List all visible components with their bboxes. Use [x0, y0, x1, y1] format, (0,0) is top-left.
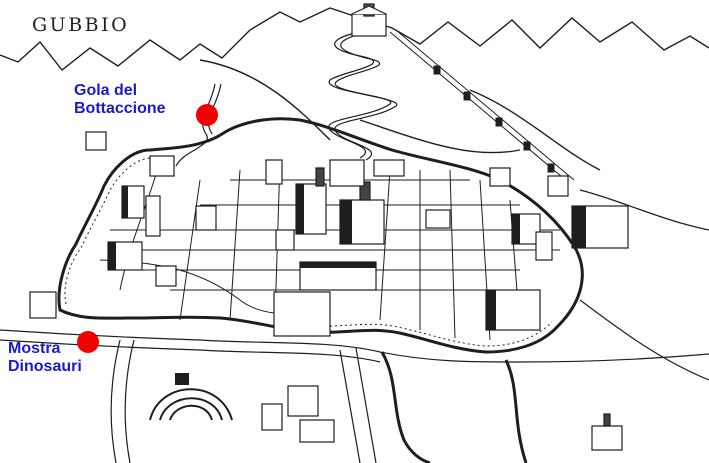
red-dot-icon[interactable]: [77, 331, 99, 353]
lower-buildings: [261, 385, 623, 451]
red-dot-icon[interactable]: [196, 104, 218, 126]
hilltop-basilica: [351, 3, 387, 37]
mountain-road: [175, 29, 398, 167]
roman-theatre: [149, 373, 233, 421]
mountain-ridge: [0, 7, 709, 171]
wall-stripes: [64, 157, 553, 347]
building-shading: [108, 184, 586, 330]
poi-label-line: Bottaccione: [74, 100, 166, 117]
city-walls: [57, 117, 584, 354]
poi-label-line: Dinosauri: [8, 358, 82, 375]
poi-label-gola-del-bottaccione[interactable]: Gola del Bottaccione: [74, 82, 166, 118]
poi-label-line: Gola del: [74, 82, 138, 99]
outer-roads: [0, 189, 709, 463]
cable-car-line: [389, 29, 575, 183]
poi-label-line: Mostra: [8, 340, 61, 357]
poi-label-mostra-dinosauri[interactable]: Mostra Dinosauri: [8, 340, 82, 376]
streams: [380, 351, 528, 463]
map-title: GUBBIO: [32, 14, 130, 36]
